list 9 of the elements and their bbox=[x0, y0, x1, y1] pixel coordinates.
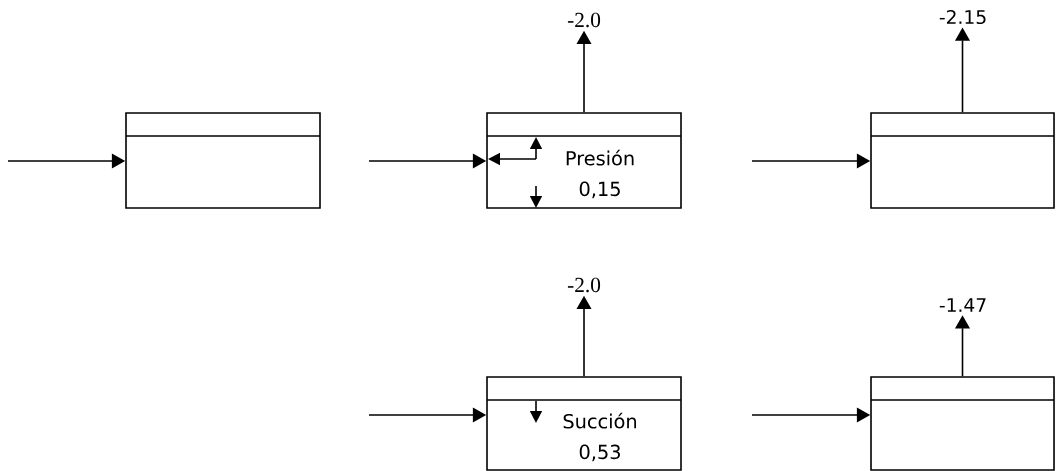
process-box bbox=[870, 112, 1055, 209]
value-label: -1.47 bbox=[939, 298, 986, 312]
value-label: -2.0 bbox=[567, 277, 601, 293]
process-box: Succión 0,53 bbox=[486, 376, 682, 471]
value-label: -2.0 bbox=[567, 12, 601, 28]
process-box bbox=[870, 376, 1055, 471]
value-label: -2.15 bbox=[939, 9, 986, 25]
process-box: Presión 0,15 bbox=[486, 112, 682, 209]
process-box bbox=[125, 112, 321, 209]
